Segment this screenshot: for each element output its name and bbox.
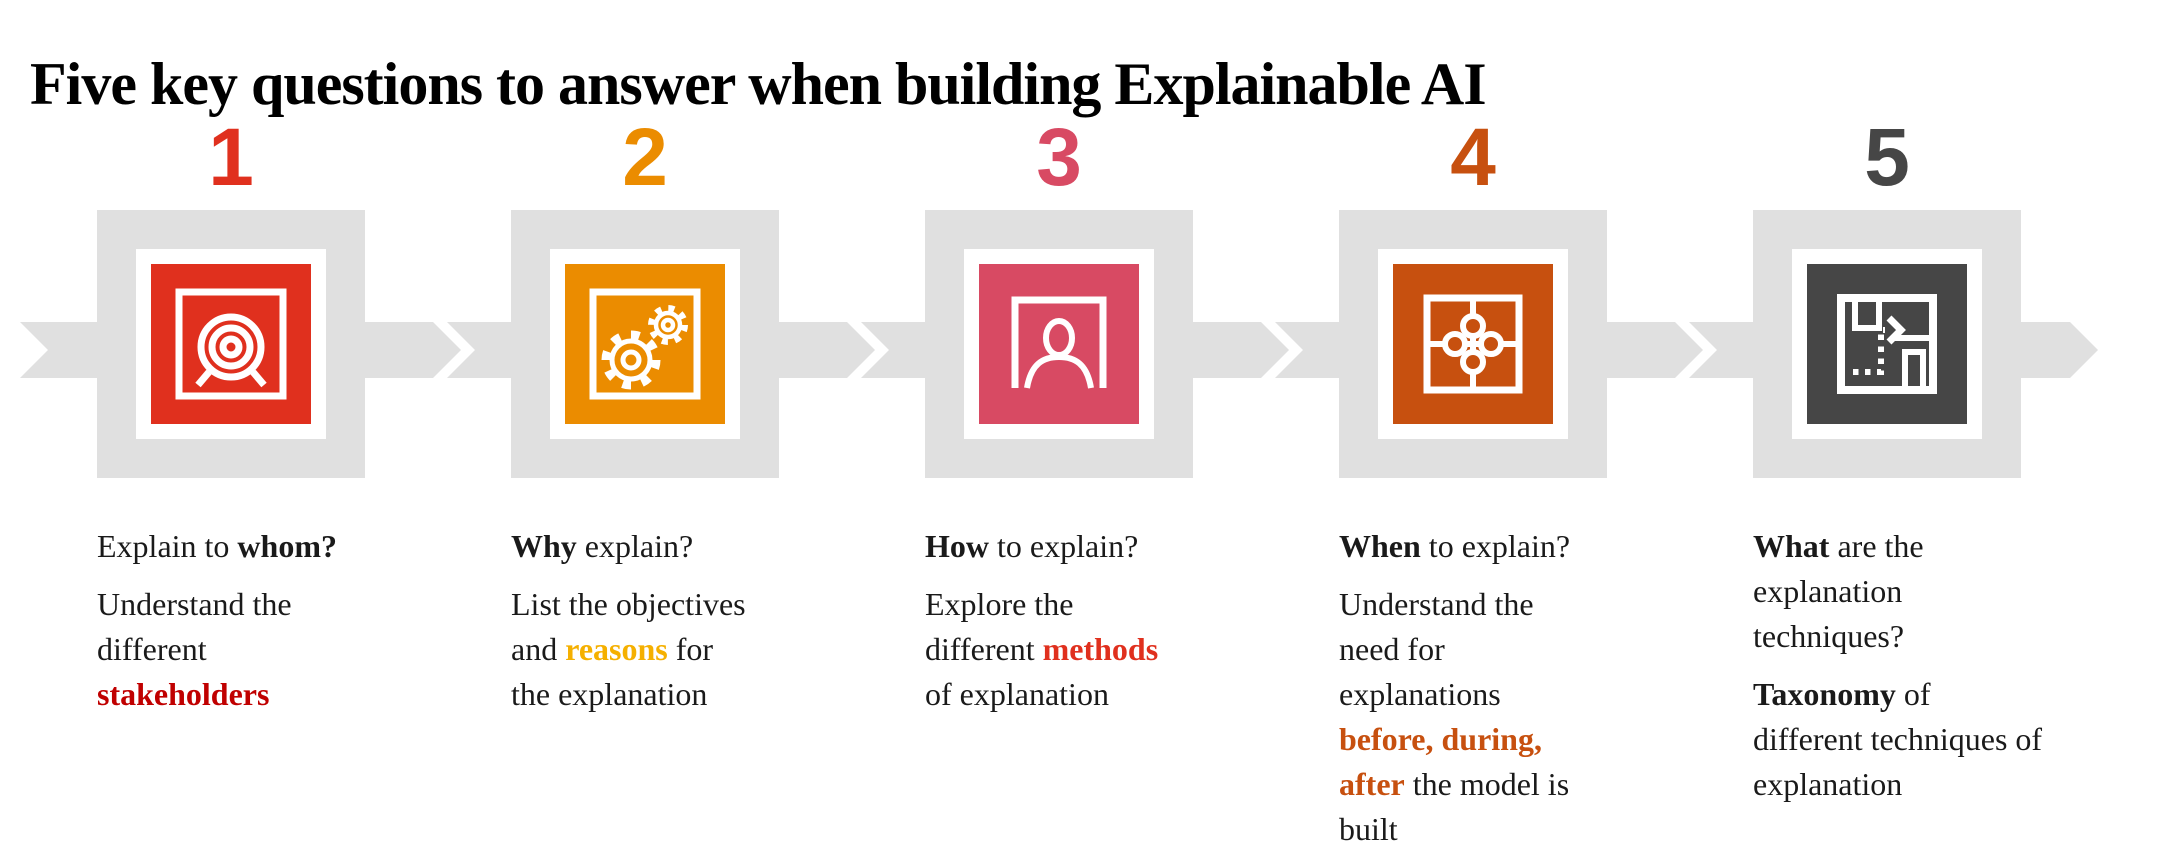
- step-4-number: 4: [1450, 112, 1496, 203]
- flow-arrow-end: [2021, 322, 2098, 378]
- step-3-tile: [925, 210, 1193, 478]
- step-4-description: Understand the need for explanations bef…: [1339, 586, 1570, 847]
- page-title: Five key questions to answer when buildi…: [30, 51, 1487, 118]
- step-1-number: 1: [208, 112, 254, 203]
- step-5-description: Taxonomy of different techniques of expl…: [1753, 676, 2043, 802]
- step-5-question: What are the explanation techniques?: [1753, 528, 1924, 654]
- step-4-tile: [1339, 210, 1607, 478]
- route-map-icon: [1837, 294, 1937, 394]
- gears-icon: [589, 288, 701, 400]
- person-icon: [1011, 296, 1107, 389]
- flow-arrow-3-4: [1193, 322, 1339, 378]
- step-3-description: Explore the different methods of explana…: [925, 586, 1159, 712]
- step-2-question: Why explain?: [511, 528, 694, 564]
- step-1-description: Understand the different stakeholders: [97, 586, 292, 712]
- step-3: 3: [925, 0, 1193, 848]
- step-2-description: List the objectives and reasons for the …: [511, 586, 746, 712]
- step-2-tile: [511, 210, 779, 478]
- step-4: 4: [1339, 0, 1607, 848]
- step-2: 2: [511, 0, 779, 848]
- step-1-question: Explain to whom?: [97, 528, 337, 564]
- step-5-tile: [1753, 210, 2021, 478]
- flow-arrow-1-2: [365, 322, 511, 378]
- step-2-number: 2: [622, 112, 668, 203]
- step-3-text: How to explain? Explore the different me…: [925, 524, 1315, 717]
- step-1-tile: [97, 210, 365, 478]
- step-2-text: Why explain? List the objectives and rea…: [511, 524, 901, 717]
- step-1-text: Explain to whom? Understand the differen…: [97, 524, 487, 717]
- step-3-number: 3: [1036, 112, 1082, 203]
- step-5: 5: [1753, 0, 2021, 848]
- step-5-number: 5: [1864, 112, 1910, 203]
- flow-arrow-start: [20, 322, 97, 378]
- flow-arrow-4-5: [1607, 322, 1753, 378]
- step-5-text: What are the explanation techniques? Tax…: [1753, 524, 2143, 807]
- step-4-question: When to explain?: [1339, 528, 1571, 564]
- step-1: 1: [97, 0, 365, 848]
- flow-arrow-2-3: [779, 322, 925, 378]
- step-3-question: How to explain?: [925, 528, 1139, 564]
- puzzle-icon: [1423, 294, 1523, 394]
- target-icon: [175, 288, 287, 400]
- step-4-text: When to explain? Understand the need for…: [1339, 524, 1729, 848]
